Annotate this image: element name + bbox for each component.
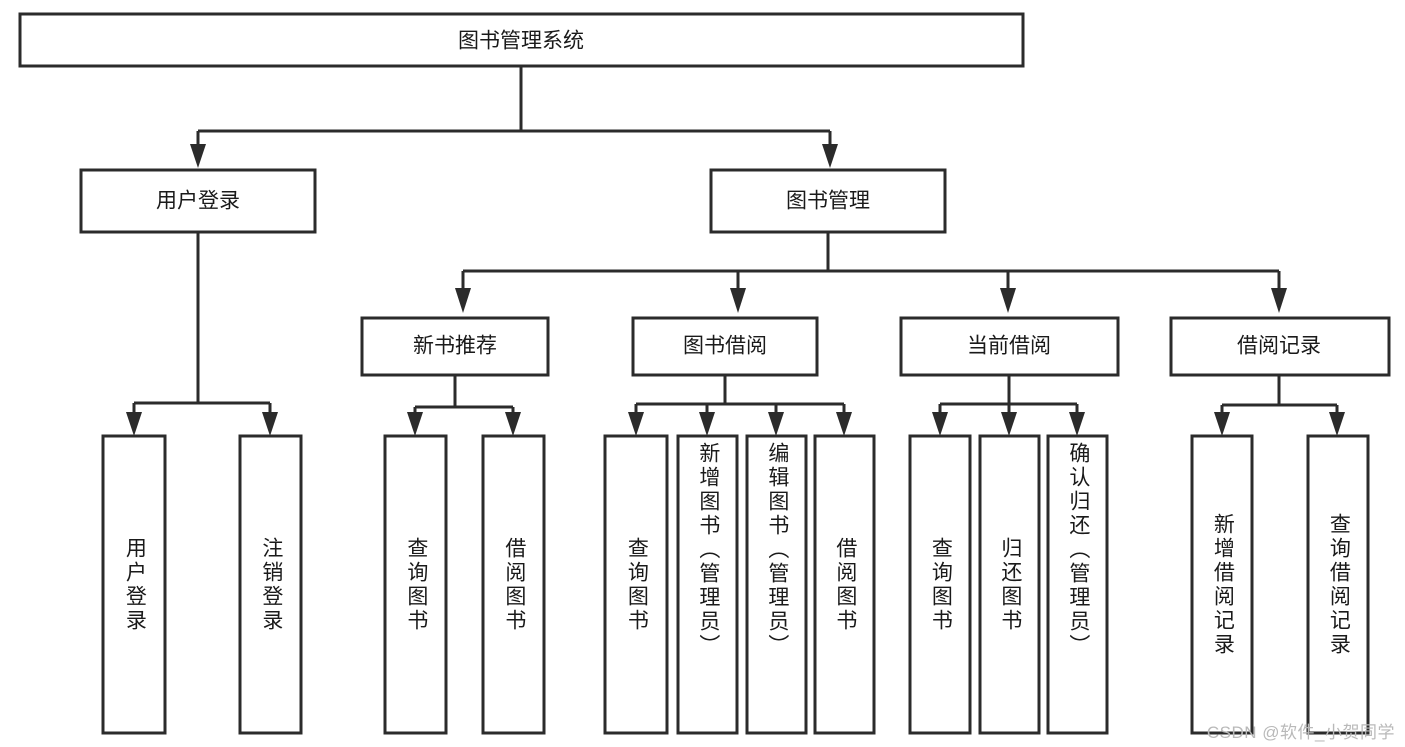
leaf-box-new-book-1[interactable]: [383, 434, 448, 735]
nodes-layer: 图书管理系统 用户登录 图书管理 新书推荐 图书借阅 当前借阅 借阅记录: [18, 12, 1391, 735]
connector-new-book-to-leaves: [413, 375, 515, 420]
connector-book-borrow-to-leaves: [634, 375, 846, 420]
arrowhead-cb-leaf-1: [932, 412, 948, 436]
leaf-box-borrow-record-1[interactable]: [1190, 434, 1254, 735]
node-borrow-record[interactable]: [1169, 316, 1391, 377]
arrowhead-bb-leaf-1: [628, 412, 644, 436]
arrowhead-to-borrow-record: [1271, 288, 1287, 313]
leaf-box-current-borrow-2[interactable]: [978, 434, 1041, 735]
arrowhead-nb-leaf-2: [505, 412, 521, 436]
arrowhead-br-leaf-1: [1214, 412, 1230, 436]
node-book-borrow[interactable]: [631, 316, 819, 377]
node-current-borrow[interactable]: [899, 316, 1120, 377]
connector-user-login-to-leaves: [132, 232, 272, 420]
leaf-box-current-borrow-3[interactable]: [1046, 434, 1109, 735]
node-new-book-recommend-label: 新书推荐: [413, 335, 497, 358]
node-book-manage-label: 图书管理: [786, 190, 870, 213]
arrowhead-cb-leaf-2: [1001, 412, 1017, 436]
node-book-manage[interactable]: [709, 168, 947, 234]
arrowhead-to-user-login: [190, 144, 206, 168]
node-root[interactable]: [18, 12, 1025, 68]
node-borrow-record-label: 借阅记录: [1237, 335, 1321, 358]
leaf-box-user-login-2[interactable]: [238, 434, 303, 735]
arrowhead-to-leaf-user-login: [126, 412, 142, 436]
arrowhead-cb-leaf-3: [1069, 412, 1085, 436]
connector-borrow-record-to-leaves: [1220, 375, 1339, 420]
arrowhead-nb-leaf-1: [407, 412, 423, 436]
node-new-book-recommend[interactable]: [360, 316, 550, 377]
node-book-borrow-label: 图书借阅: [683, 335, 767, 358]
leaf-box-book-borrow-2[interactable]: [676, 434, 739, 735]
arrowhead-to-book-borrow: [730, 288, 746, 313]
arrowhead-br-leaf-2: [1329, 412, 1345, 436]
leaf-box-user-login-1[interactable]: [101, 434, 167, 735]
leaf-box-borrow-record-2[interactable]: [1306, 434, 1370, 735]
arrowhead-to-current-borrow: [1000, 288, 1016, 313]
connector-book-manage-to-level3: [461, 232, 1281, 292]
node-user-login-label: 用户登录: [156, 190, 240, 213]
node-current-borrow-label: 当前借阅: [967, 335, 1051, 358]
arrowhead-bb-leaf-2: [699, 412, 715, 436]
arrowhead-to-book-manage: [822, 144, 838, 168]
leaf-box-new-book-2[interactable]: [481, 434, 546, 735]
node-root-label: 图书管理系统: [458, 30, 584, 53]
leaf-box-book-borrow-1[interactable]: [603, 434, 669, 735]
connectors-layer: [126, 66, 1345, 436]
arrowhead-bb-leaf-3: [768, 412, 784, 436]
arrowhead-to-new-book: [455, 288, 471, 313]
leaf-box-current-borrow-1[interactable]: [908, 434, 972, 735]
watermark-text: CSDN @软件_小贺同学: [1206, 723, 1395, 742]
leaf-box-book-borrow-4[interactable]: [813, 434, 876, 735]
connector-root-to-level2: [196, 66, 832, 152]
arrowhead-bb-leaf-4: [836, 412, 852, 436]
arrowhead-to-leaf-logout: [262, 412, 278, 436]
node-user-login[interactable]: [79, 168, 317, 234]
leaf-box-book-borrow-3[interactable]: [745, 434, 808, 735]
